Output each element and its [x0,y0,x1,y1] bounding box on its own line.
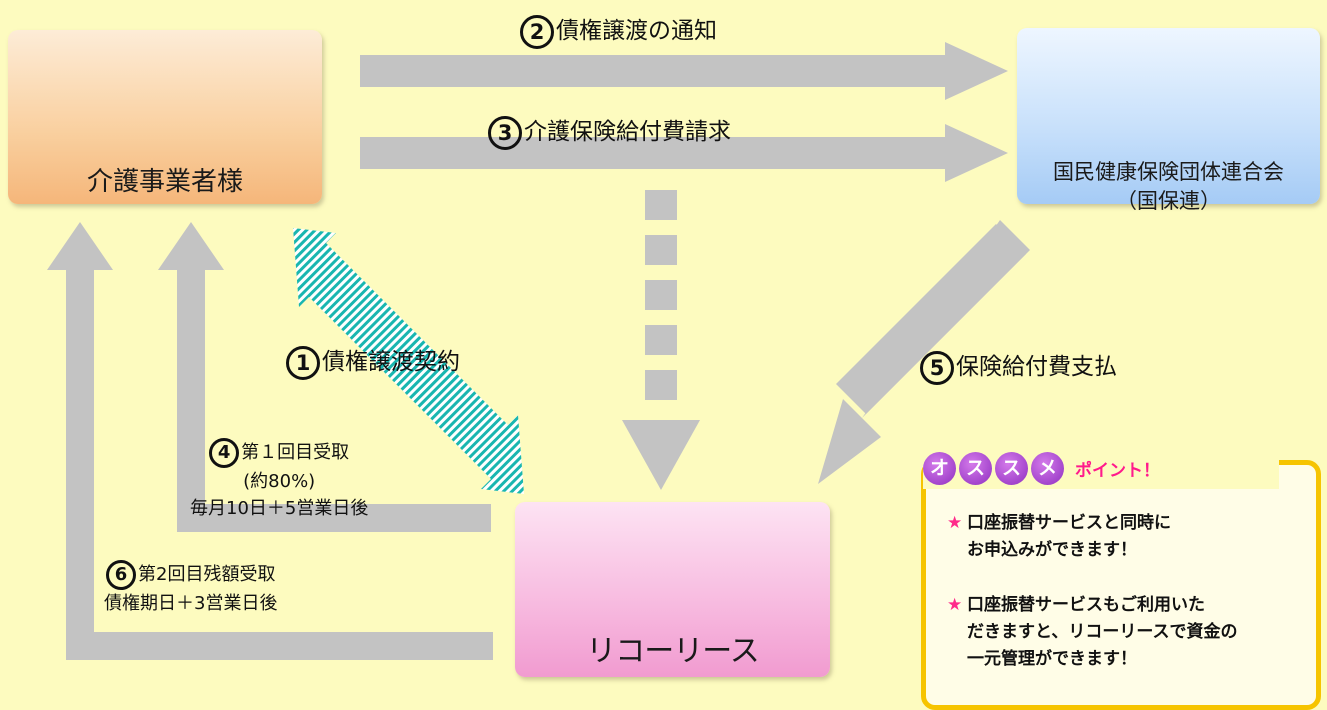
step-number: 6 [106,560,136,590]
recommend-char: メ [1031,451,1064,485]
flow-timing: 毎月10日＋5営業日後 [190,498,369,519]
flow-text: 介護保険給付費請求 [524,119,731,145]
arrow-dashed-down [622,190,700,490]
arrow-first-receipt [158,222,491,532]
arrow-second-receipt [47,222,493,660]
point-item: ★ 口座振替サービスと同時に お申込みができます！ [947,510,1171,564]
arrow-contract [293,228,524,494]
flow-subtext: (約80%) [243,471,316,492]
ricoh-lease-node: リコーリース [515,502,830,677]
recommend-point-box [921,460,1321,710]
recommend-title: ポイント！ [1075,460,1160,481]
point-item-text: 口座振替サービスもご利用いた だきますと、リコーリースで資金の 一元管理ができま… [967,595,1238,669]
recommend-char: ス [959,451,992,485]
flow-text: 第１回目受取 [241,442,350,463]
step-number: 2 [520,14,554,49]
step-number: 4 [209,438,240,468]
step-number: 1 [286,345,320,380]
point-item-text: 口座振替サービスと同時に お申込みができます！ [967,513,1171,560]
arrow-billing [360,124,1008,182]
step-number: 5 [920,350,954,385]
point-item: ★ 口座振替サービスもご利用いた だきますと、リコーリースで資金の 一元管理がで… [947,592,1237,673]
flow-text: 債権譲渡の通知 [556,18,717,44]
recommend-char: ス [995,451,1028,485]
recommend-header: オ ス ス メ ポイント！ [923,447,1279,489]
care-provider-label: 介護事業者様 [86,167,243,197]
step-number: 3 [488,115,522,150]
star-icon: ★ [947,513,963,533]
flow-timing: 債権期日＋3営業日後 [104,593,278,614]
kokuho-abbrev-label: （国保連） [1116,189,1221,213]
flow-text: 保険給付費支払 [956,354,1117,380]
care-provider-node: 介護事業者様 [8,30,322,204]
flow-text: 債権譲渡契約 [322,349,460,375]
kokuho-label: 国民健康保険団体連合会 [1053,160,1284,184]
ricoh-lease-label: リコーリース [586,634,760,669]
flow-text: 第2回目残額受取 [138,564,276,585]
star-icon: ★ [947,595,963,615]
kokuho-node: 国民健康保険団体連合会 （国保連） [1017,28,1320,213]
arrow-notification [360,42,1008,100]
recommend-char: オ [923,451,956,485]
